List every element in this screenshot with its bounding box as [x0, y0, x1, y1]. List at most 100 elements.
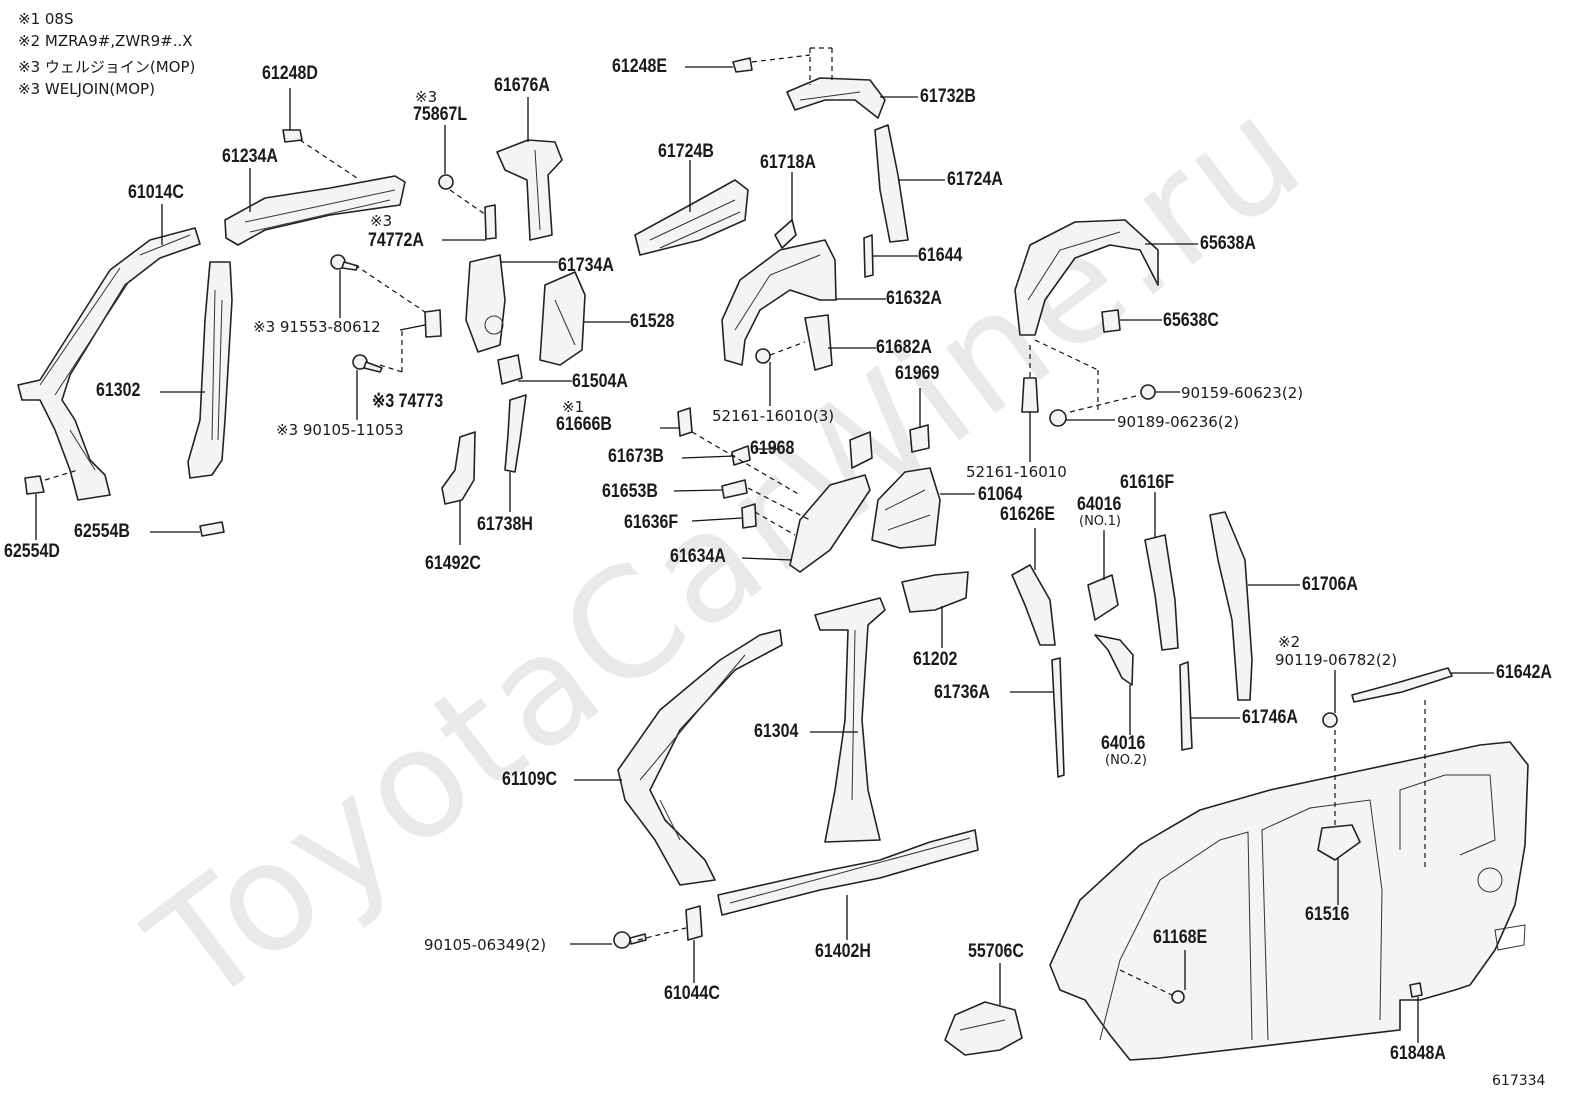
part-61734A-shape [465, 254, 506, 353]
label-61724A[interactable]: 61724A [947, 169, 1003, 190]
note-3: ※3 ウェルジョイン(MOP) [18, 58, 196, 76]
label-61626E[interactable]: 61626E [1000, 504, 1056, 525]
label-61682A[interactable]: 61682A [876, 337, 932, 358]
label-61248E[interactable]: 61248E [612, 56, 668, 77]
part-61634A-shape [789, 474, 871, 573]
label-61968[interactable]: 61968 [750, 438, 795, 459]
part-64016-2-shape [1094, 634, 1134, 686]
note-4: ※3 WELJOIN(MOP) [18, 80, 155, 98]
part-61673B-shape [731, 445, 751, 466]
part-61636F-shape [741, 503, 757, 529]
label-61738H[interactable]: 61738H [477, 514, 533, 535]
part-61653B-shape [721, 479, 748, 499]
label-61504A[interactable]: 61504A [572, 371, 628, 392]
label-74772A[interactable]: 74772A [368, 230, 424, 251]
part-61248D-shape [282, 129, 303, 143]
part-64016-1-shape [1087, 574, 1119, 621]
part-61014C-shape [17, 227, 201, 501]
label-61746A[interactable]: 61746A [1242, 707, 1298, 728]
label-61632A[interactable]: 61632A [886, 288, 942, 309]
part-61746A-shape [1179, 661, 1193, 751]
label-62554B[interactable]: 62554B [74, 521, 130, 542]
label-65638C[interactable]: 65638C [1163, 310, 1219, 331]
part-61724A-shape [874, 124, 909, 243]
label-61724B[interactable]: 61724B [658, 141, 714, 162]
label-61642A[interactable]: 61642A [1496, 662, 1552, 683]
label-55706C[interactable]: 55706C [968, 941, 1024, 962]
part-61304-shape [814, 597, 886, 843]
label-64016-no2[interactable]: 64016 [1101, 733, 1146, 754]
part-61724B-shape [634, 179, 749, 256]
label-61676A[interactable]: 61676A [494, 75, 550, 96]
label-65638A[interactable]: 65638A [1200, 233, 1256, 254]
part-61632A-shape [721, 239, 837, 366]
part-61402H-shape [717, 829, 979, 916]
part-74772A-shape [484, 204, 497, 240]
label-61528[interactable]: 61528 [630, 311, 675, 332]
label-75867L[interactable]: 75867L [413, 104, 468, 125]
part-90119-shape [1322, 712, 1338, 728]
part-90105-11053-shape [352, 354, 383, 373]
label-61044C[interactable]: 61044C [664, 983, 720, 1004]
label-90159-60623[interactable]: 90159-60623(2) [1181, 384, 1304, 402]
part-61848A-shape [1409, 982, 1423, 998]
label-64016-no1[interactable]: 64016 [1077, 494, 1122, 515]
label-90119-06782[interactable]: 90119-06782(2) [1275, 651, 1398, 669]
part-61682A-shape [804, 314, 833, 371]
label-61718A[interactable]: 61718A [760, 152, 816, 173]
label-61168E[interactable]: 61168E [1153, 927, 1208, 948]
part-61968-shape [849, 431, 873, 469]
label-61848A[interactable]: 61848A [1390, 1043, 1446, 1064]
part-61202-shape [901, 571, 969, 613]
mark-75867L: ※3 [415, 88, 438, 106]
label-61234A[interactable]: 61234A [222, 146, 278, 167]
label-52161-16010-3[interactable]: 52161-16010(3) [712, 407, 835, 425]
label-90105-11053[interactable]: ※3 90105-11053 [276, 421, 404, 439]
part-61718A-shape [774, 219, 797, 249]
label-61014C[interactable]: 61014C [128, 182, 184, 203]
label-61616F[interactable]: 61616F [1120, 472, 1175, 493]
label-61653B[interactable]: 61653B [602, 481, 658, 502]
part-61626E-shape [1011, 564, 1056, 646]
label-61516[interactable]: 61516 [1305, 904, 1350, 925]
label-61634A[interactable]: 61634A [670, 546, 726, 567]
label-61734A[interactable]: 61734A [558, 255, 614, 276]
part-61642A-shape [1351, 667, 1453, 703]
part-52161-16010-3-shape [755, 348, 771, 364]
label-90189-06236[interactable]: 90189-06236(2) [1117, 413, 1240, 431]
part-61064-shape [871, 467, 941, 549]
label-61706A[interactable]: 61706A [1302, 574, 1358, 595]
part-62554D-shape [24, 475, 45, 495]
label-61492C[interactable]: 61492C [425, 553, 481, 574]
label-61644[interactable]: 61644 [918, 245, 963, 266]
label-61969[interactable]: 61969 [895, 363, 940, 384]
label-61666B[interactable]: 61666B [556, 414, 612, 435]
label-61736A[interactable]: 61736A [934, 682, 990, 703]
leader-lines [35, 66, 1494, 1043]
part-65638C-shape [1101, 309, 1121, 333]
mark-90119: ※2 [1278, 633, 1301, 651]
part-61616F-shape [1144, 534, 1179, 651]
label-61064[interactable]: 61064 [978, 484, 1023, 505]
label-61302[interactable]: 61302 [96, 380, 141, 401]
label-52161-16010[interactable]: 52161-16010 [966, 463, 1067, 481]
label-61402H[interactable]: 61402H [815, 941, 871, 962]
label-61636F[interactable]: 61636F [624, 512, 679, 533]
label-61109C[interactable]: 61109C [502, 769, 558, 790]
label-61248D[interactable]: 61248D [262, 63, 318, 84]
part-90189-shape [1049, 409, 1067, 427]
label-62554D[interactable]: 62554D [4, 541, 60, 562]
part-62554B-shape [199, 521, 225, 537]
label-64016-no1-sub: (NO.1) [1079, 514, 1121, 529]
label-74773[interactable]: ※3 74773 [372, 391, 444, 412]
label-91553-80612[interactable]: ※3 91553-80612 [253, 318, 381, 336]
label-61202[interactable]: 61202 [913, 649, 958, 670]
label-90105-06349[interactable]: 90105-06349(2) [424, 936, 547, 954]
label-61732B[interactable]: 61732B [920, 86, 976, 107]
part-61738H-shape [504, 394, 527, 473]
label-61673B[interactable]: 61673B [608, 446, 664, 467]
label-61304[interactable]: 61304 [754, 721, 799, 742]
part-74773-shape [424, 309, 442, 338]
